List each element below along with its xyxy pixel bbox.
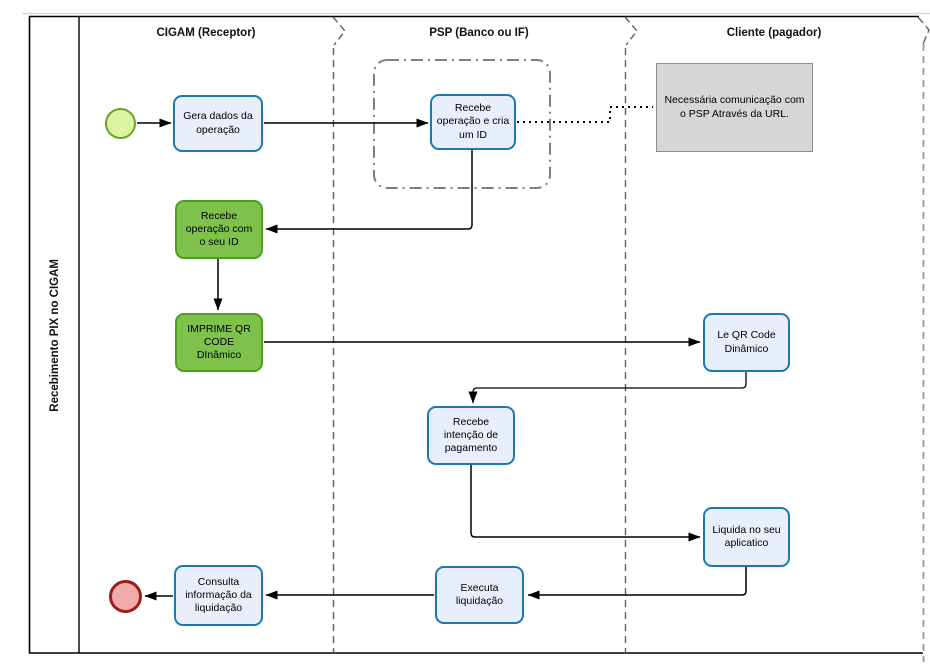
lane-separator-chevron-1	[332, 16, 346, 46]
pool-border	[28, 15, 923, 654]
lane-header-cigam: CIGAM (Receptor)	[79, 25, 333, 41]
flow-liquida-to-executa	[527, 567, 747, 600]
lane-header-label: PSP (Banco ou IF)	[429, 27, 529, 39]
pool-title: Recebimento PIX no CIGAM	[30, 17, 79, 653]
task-label: Executa liquidação	[455, 581, 504, 607]
task-liquida-aplicativo[interactable]: Liquida no seu aplicatico	[703, 507, 790, 567]
task-label: Recebe operação com o seu ID	[185, 209, 253, 248]
end-event[interactable]	[109, 580, 142, 613]
task-label: Le QR Code Dinâmico	[717, 329, 776, 355]
task-label: IMPRIME QR CODE DInâmico	[187, 322, 251, 361]
task-recebe-operacao-cria-id[interactable]: Recebe operação e cria um ID	[430, 94, 516, 150]
pool-title-label: Recebimento PIX no CIGAM	[48, 258, 61, 412]
task-le-qr-code[interactable]: Le QR Code Dinâmico	[703, 313, 790, 372]
flow-intencao-to-liquida	[470, 465, 701, 542]
lane-header-label: CIGAM (Receptor)	[156, 27, 256, 39]
task-recebe-intencao[interactable]: Recebe intenção de pagamento	[427, 406, 515, 465]
task-consulta-informacao[interactable]: Consulta informação da liquidação	[174, 565, 263, 626]
task-executa-liquidacao[interactable]: Executa liquidação	[435, 566, 524, 624]
task-label: Consulta informação da liquidação	[185, 575, 252, 614]
lane-header-psp: PSP (Banco ou IF)	[333, 25, 625, 41]
task-label: Recebe operação e cria um ID	[436, 102, 510, 141]
lane-header-label: Cliente (pagador)	[726, 27, 822, 39]
group-box[interactable]	[373, 59, 551, 189]
task-label: Liquida no seu aplicatico	[712, 523, 781, 549]
annotation-text: Necessária comunicação com o PSP Através…	[664, 93, 805, 120]
flow-le-qr-to-intencao	[468, 372, 747, 404]
lane-separator-chevron-2	[624, 16, 638, 46]
flow-recebe-id-to-recebe-com-id	[265, 150, 473, 234]
lane-separator-chevron-3	[917, 16, 930, 45]
task-recebe-operacao-com-id[interactable]: Recebe operação com o seu ID	[175, 200, 263, 259]
task-imprime-qr-code[interactable]: IMPRIME QR CODE DInâmico	[175, 313, 263, 372]
task-gera-dados[interactable]: Gera dados da operação	[173, 95, 263, 152]
start-event[interactable]	[105, 108, 136, 139]
task-label: Gera dados da operação	[183, 110, 253, 136]
lane-header-cliente: Cliente (pagador)	[625, 25, 923, 41]
association-recebe-id-to-note	[517, 106, 653, 123]
task-label: Recebe intenção de pagamento	[443, 415, 499, 454]
annotation-note[interactable]: Necessária comunicação com o PSP Através…	[656, 63, 813, 152]
